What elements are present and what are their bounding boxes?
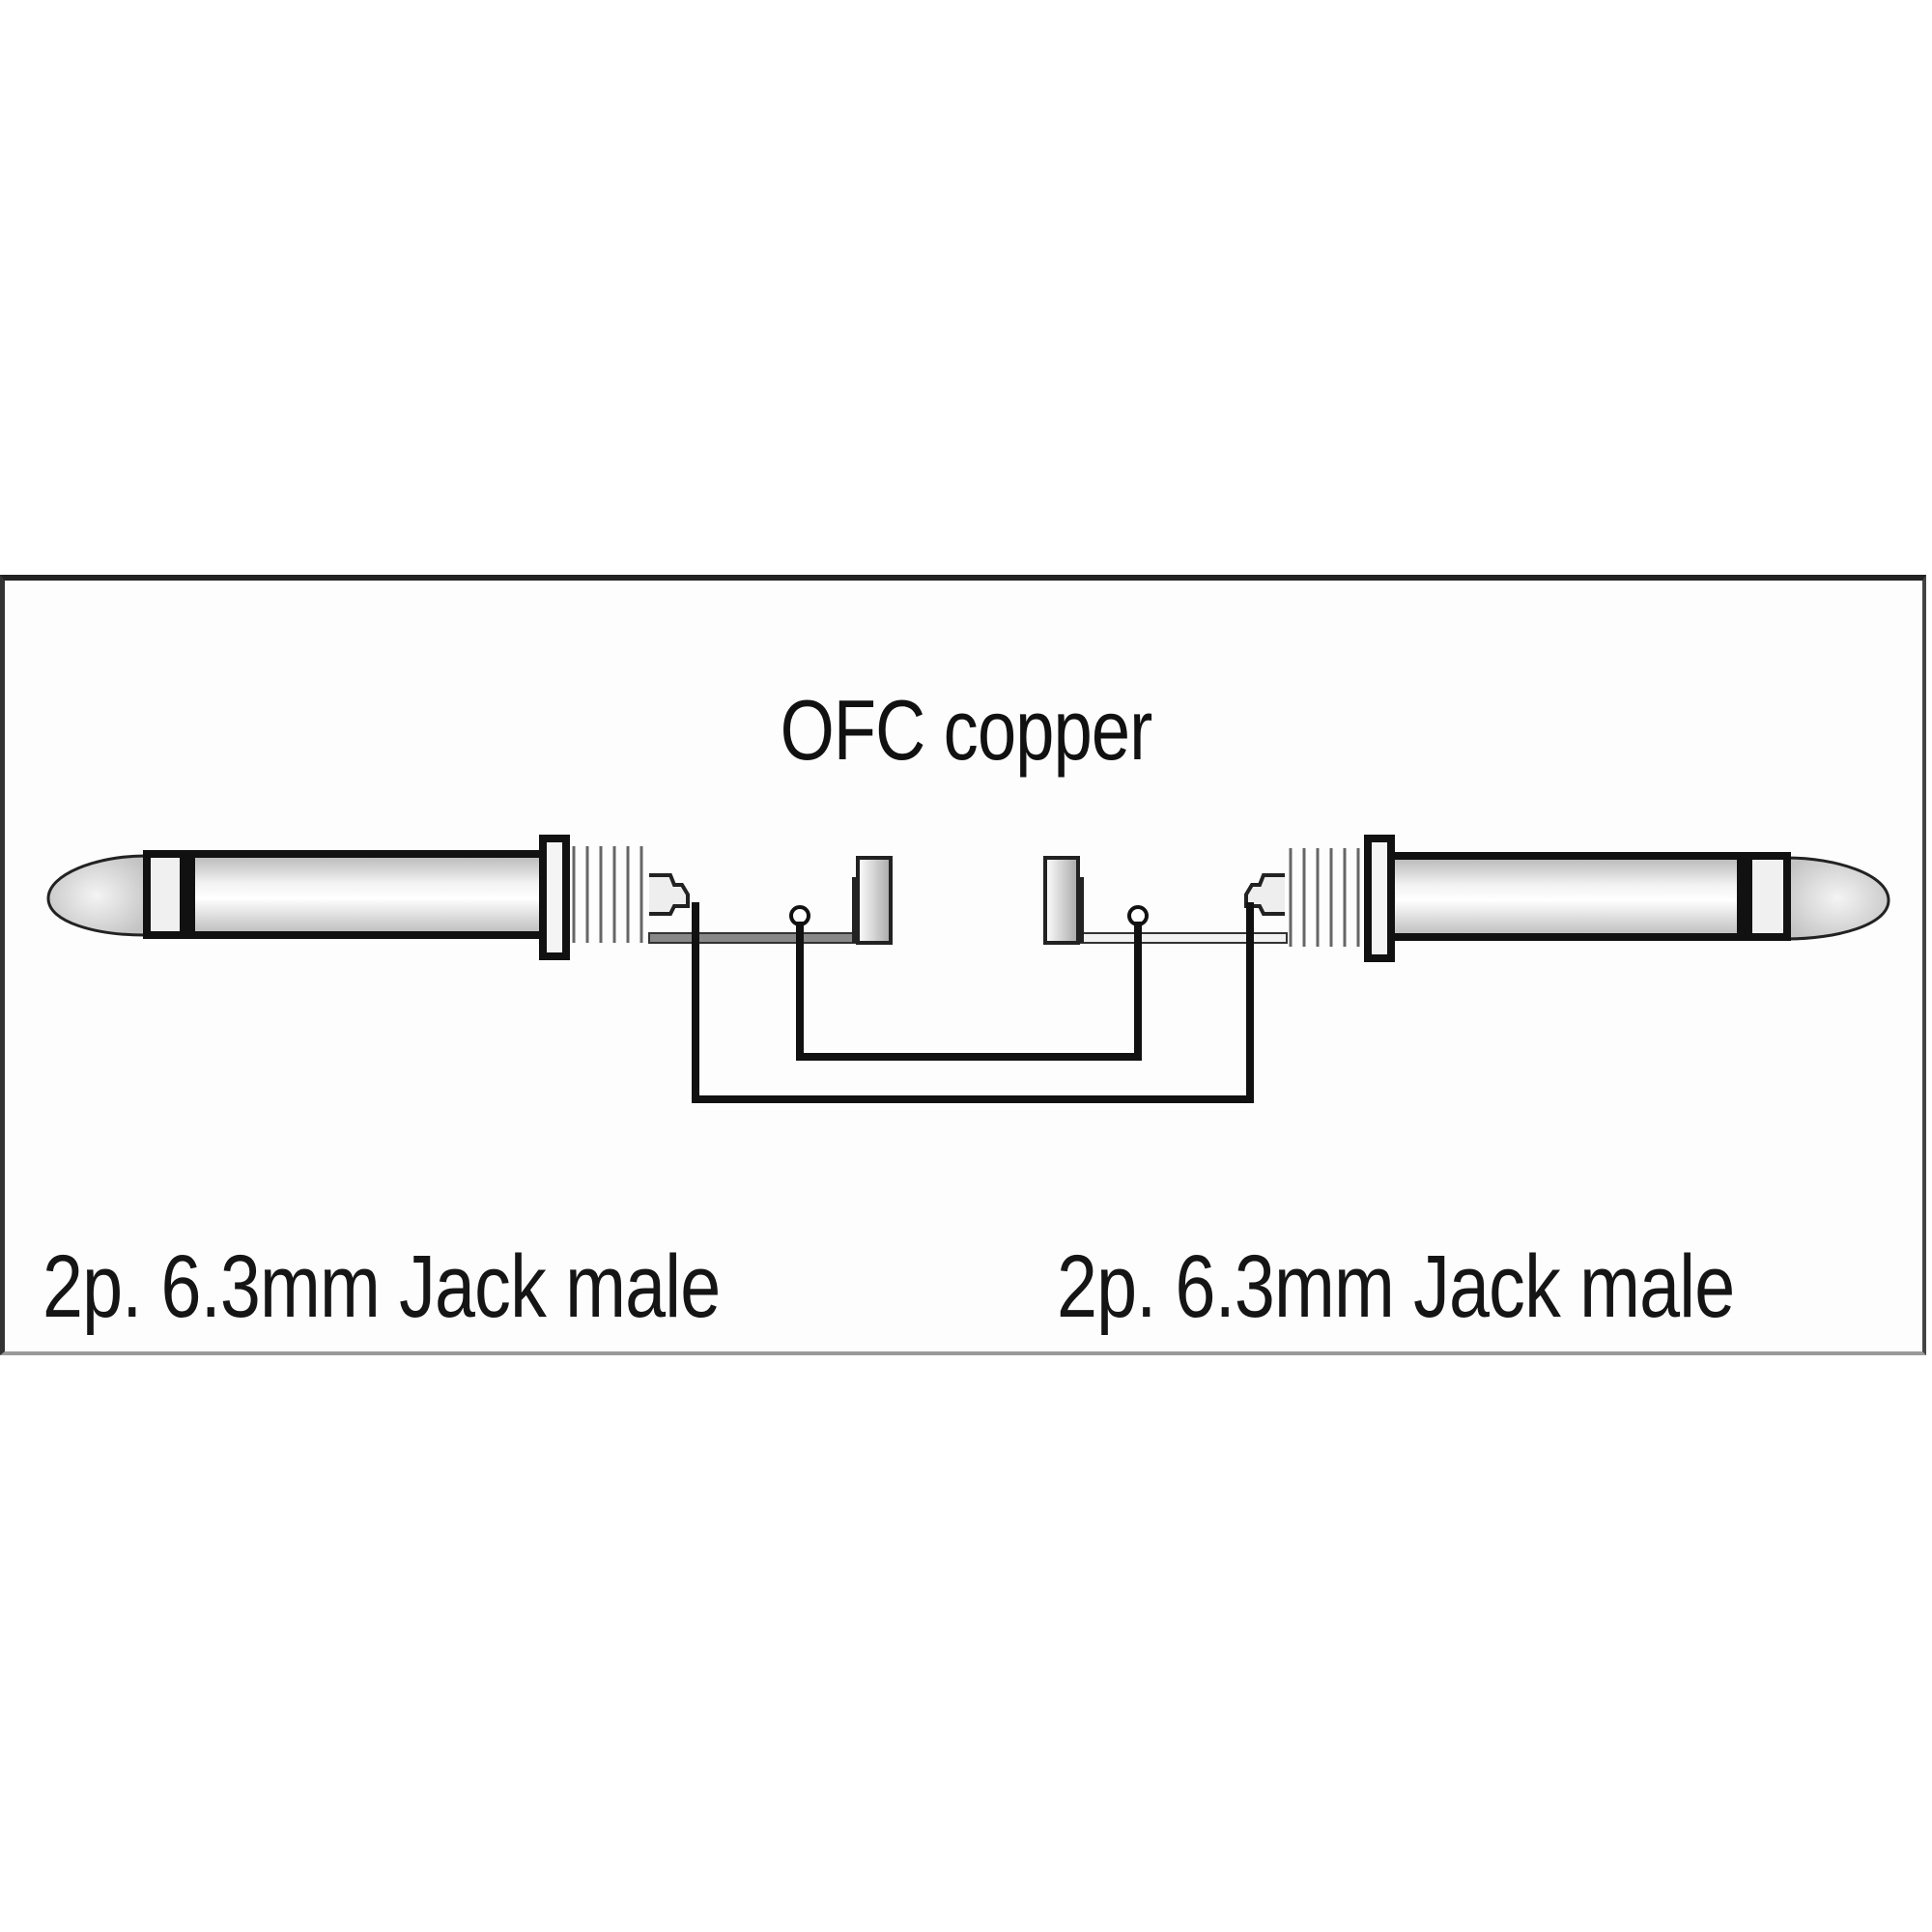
sleeve-wire: [796, 922, 1142, 1061]
tip-wire: [692, 902, 1254, 1103]
left-jack-plug-icon: [46, 835, 893, 960]
cable-type-title: OFC copper: [780, 682, 1153, 778]
diagram-frame: [0, 575, 1926, 1355]
right-connector-label: 2p. 6.3mm Jack male: [1057, 1237, 1735, 1336]
left-connector-label: 2p. 6.3mm Jack male: [43, 1237, 721, 1336]
right-jack-plug-icon: [1043, 835, 1890, 962]
